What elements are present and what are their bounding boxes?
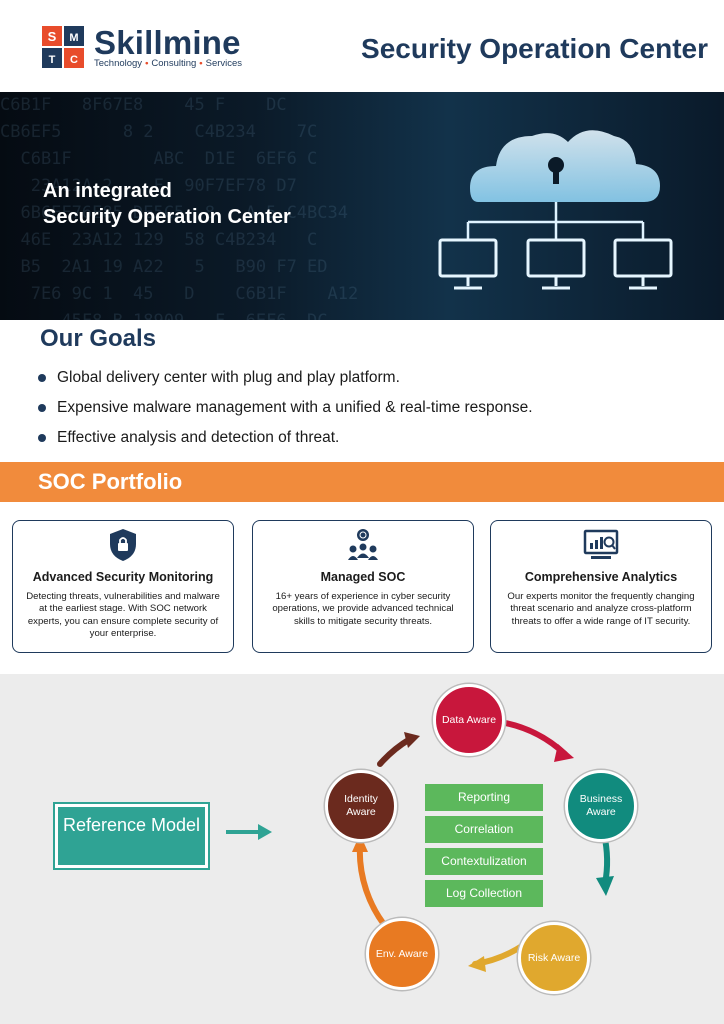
layer-correlation: Correlation (425, 816, 543, 843)
node-label: Identity Aware (344, 793, 378, 818)
page-title: Security Operation Center (361, 33, 708, 64)
card-text: 16+ years of experience in cyber securit… (272, 591, 454, 627)
goal-item: Expensive malware management with a unif… (38, 398, 533, 428)
team-network-icon (348, 529, 378, 560)
awareness-cycle (352, 719, 614, 972)
portfolio-card-monitoring: Advanced Security Monitoring Detecting t… (12, 520, 234, 653)
goal-text: Global delivery center with plug and pla… (57, 369, 400, 386)
portfolio-heading: SOC Portfolio (38, 469, 183, 494)
skillmine-logo[interactable]: S M T C Skillmine Technology•Consulting•… (42, 24, 252, 72)
reference-model-section: Reference Model Data Aware Business Awar… (0, 674, 724, 1024)
card-title: Managed SOC (320, 570, 406, 584)
svg-text:S: S (48, 29, 57, 44)
brand-tagline: Technology•Consulting•Services (94, 58, 243, 69)
monitor-icons (438, 238, 673, 290)
portfolio-card-analytics: Comprehensive Analytics Our experts moni… (490, 520, 712, 653)
svg-text:T: T (49, 54, 56, 66)
card-title: Advanced Security Monitoring (32, 570, 214, 584)
node-label: Business Aware (579, 793, 623, 818)
logo-mark-icon: S M T C (42, 26, 84, 68)
cloud-lock-icon (470, 130, 660, 202)
svg-text:M: M (69, 32, 78, 44)
page-header: S M T C Skillmine Technology•Consulting•… (0, 0, 724, 92)
portfolio-band: SOC Portfolio (0, 462, 724, 502)
node-identity-aware: Identity Aware (325, 770, 397, 842)
tagline-services: Services (205, 58, 243, 69)
node-data-aware: Data Aware (433, 684, 505, 756)
layer-log-collection: Log Collection (425, 880, 543, 907)
hero-title: An integrated Security Operation Center (43, 178, 291, 230)
goals-list: Global delivery center with plug and pla… (38, 368, 533, 458)
bullet-icon (38, 434, 46, 442)
node-label: Env. Aware (375, 947, 429, 960)
tagline-consulting: Consulting (151, 58, 197, 69)
node-label: Risk Aware (527, 951, 581, 964)
goal-item: Global delivery center with plug and pla… (38, 368, 533, 398)
portfolio-card-managed-soc: Managed SOC 16+ years of experience in c… (252, 520, 474, 653)
node-risk-aware: Risk Aware (518, 922, 590, 994)
arrow-right-icon (226, 824, 272, 840)
hero-code-background: C6B1F 8F67E8 45 F DC CB6EF5 8 2 C4B234 7… (0, 95, 359, 320)
node-env-aware: Env. Aware (366, 918, 438, 990)
reference-model-box: Reference Model (53, 802, 210, 870)
goals-heading: Our Goals (40, 325, 157, 352)
hero-banner: C6B1F 8F67E8 45 F DC CB6EF5 8 2 C4B234 7… (0, 92, 724, 320)
layer-reporting: Reporting (425, 784, 543, 811)
node-business-aware: Business Aware (565, 770, 637, 842)
svg-text:C: C (70, 54, 78, 66)
cloud-network-illustration (438, 130, 673, 290)
hero-title-line2: Security Operation Center (43, 206, 291, 228)
goal-item: Effective analysis and detection of thre… (38, 428, 533, 458)
brand-name: Skillmine (94, 24, 241, 61)
reference-model-label: Reference Model (58, 807, 205, 865)
goal-text: Effective analysis and detection of thre… (57, 429, 340, 446)
card-title: Comprehensive Analytics (524, 570, 678, 584)
card-text: Detecting threats, vulnerabilities and m… (26, 591, 220, 639)
analytics-monitor-icon (583, 529, 619, 559)
tagline-technology: Technology (94, 58, 143, 69)
bullet-icon (38, 374, 46, 382)
hero-title-line1: An integrated (43, 180, 172, 202)
card-text: Our experts monitor the frequently chang… (507, 591, 695, 627)
goal-text: Expensive malware management with a unif… (57, 399, 533, 416)
layer-contextulization: Contextulization (425, 848, 543, 875)
shield-lock-icon (110, 529, 136, 561)
node-label: Data Aware (441, 713, 497, 726)
bullet-icon (38, 404, 46, 412)
